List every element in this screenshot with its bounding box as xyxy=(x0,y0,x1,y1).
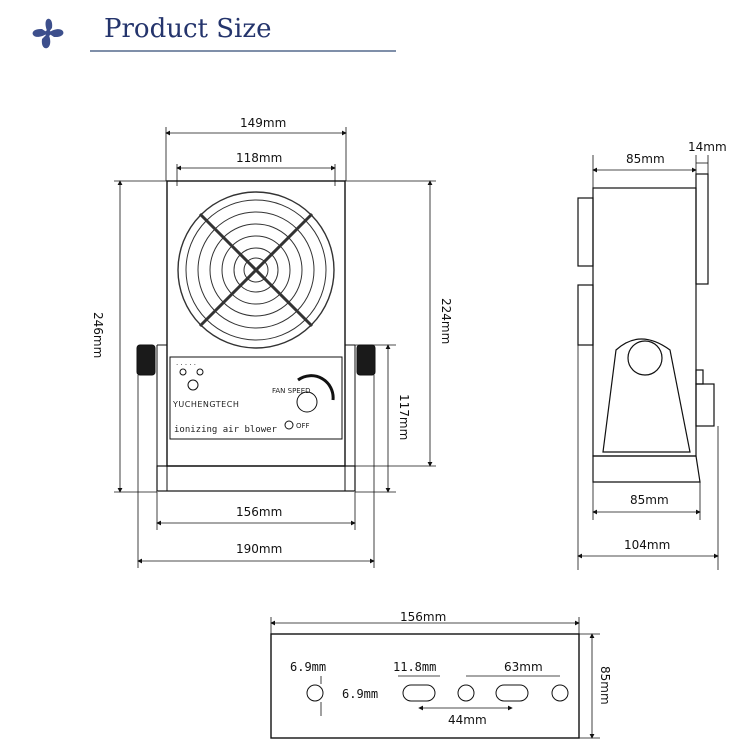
dim-plate-depth: 85mm xyxy=(598,666,612,705)
brand-label: YUCHENGTECH xyxy=(172,400,239,409)
dim-hole-offset: 6.9mm xyxy=(342,687,378,701)
dim-thickness: 14mm xyxy=(688,140,727,154)
plate-dimension-lines xyxy=(270,617,600,739)
fan-logo-icon xyxy=(32,18,64,49)
left-knob xyxy=(136,344,156,376)
mount-slot-left xyxy=(402,684,436,702)
side-base xyxy=(592,455,701,483)
dim-base-width: 156mm xyxy=(236,505,282,519)
dim-total-width: 190mm xyxy=(236,542,282,556)
base-front xyxy=(156,465,356,492)
front-grille-edge xyxy=(577,197,594,267)
front-view xyxy=(136,180,376,492)
control-panel xyxy=(169,356,343,440)
dim-body-height: 224mm xyxy=(439,298,453,344)
right-bracket xyxy=(345,344,356,466)
side-view xyxy=(577,173,715,483)
base-plate xyxy=(270,633,580,739)
rear-panel xyxy=(695,173,709,285)
front-dimension-lines xyxy=(114,127,436,568)
dim-top-depth: 85mm xyxy=(626,152,665,166)
mount-hole-left xyxy=(306,684,324,702)
panel-small-label: · · · · · xyxy=(176,361,196,369)
dim-panel-height: 117mm xyxy=(397,394,411,440)
fan-grille xyxy=(177,191,335,349)
fan-speed-icon xyxy=(296,391,318,413)
left-bracket xyxy=(156,344,167,466)
mount-hole-right xyxy=(551,684,569,702)
dim-slot-span: 63mm xyxy=(504,660,543,674)
title-underline xyxy=(90,50,396,52)
mount-hole-center xyxy=(457,684,475,702)
dim-overall-height: 246mm xyxy=(91,312,105,358)
dim-plate-width: 156mm xyxy=(400,610,446,624)
page-title: Product Size xyxy=(104,14,272,44)
side-bracket xyxy=(602,338,691,453)
dim-hole-spacing: 44mm xyxy=(448,713,487,727)
dim-hole-diameter: 6.9mm xyxy=(290,660,326,674)
dim-total-depth: 104mm xyxy=(624,538,670,552)
speed-dial xyxy=(297,374,335,401)
base-plate-outline xyxy=(270,633,580,739)
dim-slot-length: 11.8mm xyxy=(393,660,436,674)
off-label: OFF xyxy=(296,422,310,430)
side-dimension-lines xyxy=(577,155,719,570)
side-housing xyxy=(592,187,697,457)
dim-base-depth: 85mm xyxy=(630,493,669,507)
header: Product Size xyxy=(0,0,750,60)
mount-slot-right xyxy=(495,684,529,702)
right-knob xyxy=(356,344,376,376)
fan-speed-label: FAN SPEED xyxy=(272,387,311,395)
dim-overall-width: 149mm xyxy=(240,116,286,130)
dim-grille-width: 118mm xyxy=(236,151,282,165)
product-name-label: ionizing air blower xyxy=(174,425,278,435)
